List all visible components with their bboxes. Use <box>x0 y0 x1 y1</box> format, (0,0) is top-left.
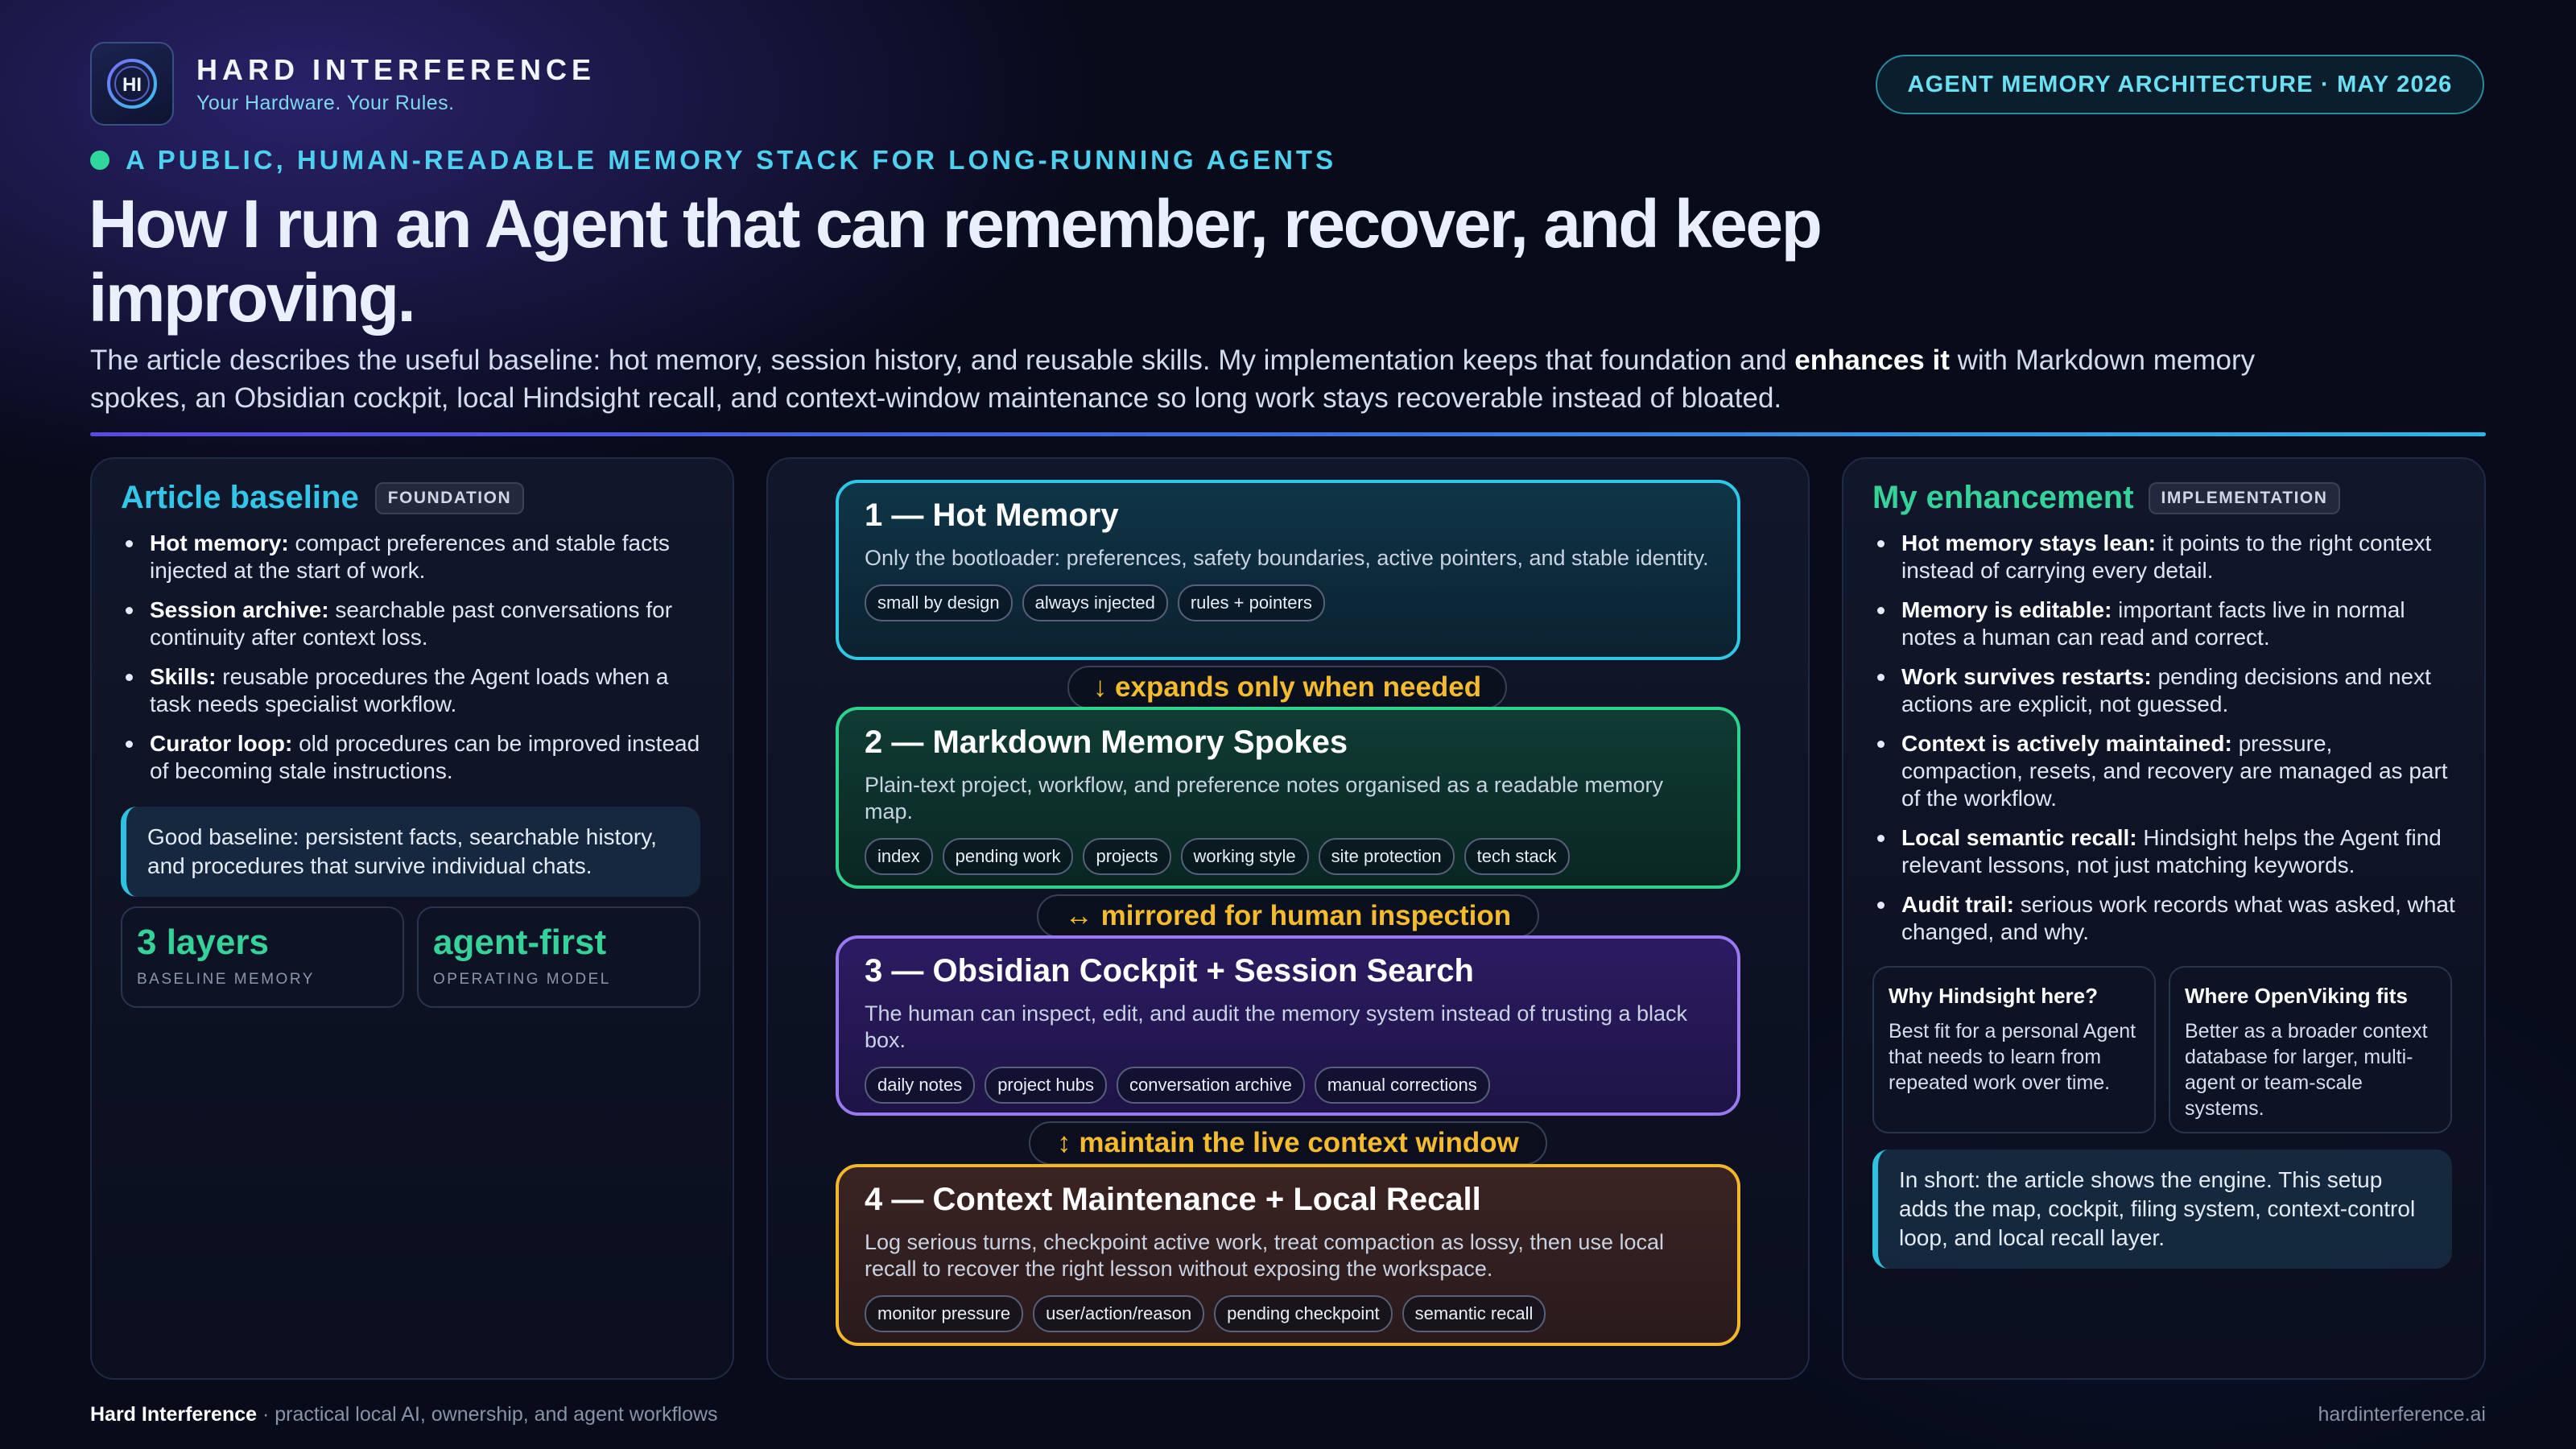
tag: site protection <box>1318 838 1455 875</box>
list-item: Hot memory stays lean: it points to the … <box>1872 530 2460 584</box>
list-item: Audit trail: serious work records what w… <box>1872 891 2460 946</box>
layer-description: The human can inspect, edit, and audit t… <box>865 1001 1688 1052</box>
footer-brand: Hard Interference <box>90 1403 258 1426</box>
tag: always injected <box>1022 584 1168 621</box>
stat-label: OPERATING MODEL <box>433 971 611 988</box>
list-item: Context is actively maintained: pressure… <box>1872 730 2460 812</box>
header-divider <box>90 432 2486 436</box>
layer-description: Log serious turns, checkpoint active wor… <box>865 1230 1664 1281</box>
layer-obsidian-cockpit: 3 — Obsidian Cockpit + Session Search Th… <box>836 935 1740 1116</box>
right-panel-title: My enhancement <box>1872 480 2134 515</box>
baseline-callout: Good baseline: persistent facts, searcha… <box>121 807 700 897</box>
layer-context-maintenance: 4 — Context Maintenance + Local Recall L… <box>836 1164 1740 1346</box>
tag: pending checkpoint <box>1214 1295 1393 1332</box>
layer-title: 4 — Context Maintenance + Local Recall <box>865 1182 1481 1217</box>
summary-callout: In short: the article shows the engine. … <box>1872 1150 2452 1269</box>
list-item: Work survives restarts: pending decision… <box>1872 663 2460 718</box>
enhancement-list: Hot memory stays lean: it points to the … <box>1872 530 2460 958</box>
kicker-dot <box>90 151 109 170</box>
footer-left: Hard Interference · practical local AI, … <box>90 1403 718 1426</box>
connector-mirrored: ↔ mirrored for human inspection <box>1037 894 1539 938</box>
stat-card: agent-first OPERATING MODEL <box>417 906 700 1008</box>
page-subtitle: The article describes the useful baselin… <box>90 341 2328 417</box>
brand-name: HARD INTERFERENCE <box>196 53 597 86</box>
layer-description: Plain-text project, workflow, and prefer… <box>865 773 1664 824</box>
tag: monitor pressure <box>865 1295 1024 1332</box>
subtitle-emphasis: enhances it <box>1794 345 1950 376</box>
layer-title: 2 — Markdown Memory Spokes <box>865 724 1348 760</box>
hindsight-card: Why Hindsight here? Best fit for a perso… <box>1872 966 2156 1133</box>
tag: project hubs <box>985 1067 1108 1104</box>
card-body: Best fit for a personal Agent that needs… <box>1889 1020 2136 1094</box>
brand-logo-icon: HI <box>107 59 157 109</box>
kicker: A PUBLIC, HUMAN-READABLE MEMORY STACK FO… <box>126 145 1337 175</box>
list-item: Session archive: searchable past convers… <box>121 597 700 651</box>
layer-description: Only the bootloader: preferences, safety… <box>865 546 1709 570</box>
footer-url[interactable]: hardinterference.ai <box>2318 1403 2486 1426</box>
top-badge: AGENT MEMORY ARCHITECTURE · MAY 2026 <box>1876 55 2484 114</box>
openviking-card: Where OpenViking fits Better as a broade… <box>2169 966 2452 1133</box>
brand-tagline: Your Hardware. Your Rules. <box>196 92 455 114</box>
tag: working style <box>1180 838 1309 875</box>
tag: conversation archive <box>1117 1067 1305 1104</box>
tag: index <box>865 838 933 875</box>
stat-card: 3 layers BASELINE MEMORY <box>121 906 404 1008</box>
tag: rules + pointers <box>1177 584 1325 621</box>
connector-expands: ↓ expands only when needed <box>1067 666 1507 709</box>
layer-title: 1 — Hot Memory <box>865 497 1119 533</box>
card-body: Better as a broader context database for… <box>2185 1020 2428 1120</box>
card-title: Why Hindsight here? <box>1889 984 2098 1008</box>
tag: manual corrections <box>1314 1067 1490 1104</box>
implementation-chip: IMPLEMENTATION <box>2148 481 2341 514</box>
list-item: Curator loop: old procedures can be impr… <box>121 730 700 785</box>
list-item: Hot memory: compact preferences and stab… <box>121 530 700 584</box>
tag: semantic recall <box>1402 1295 1546 1332</box>
layer-tags: small by design always injected rules + … <box>865 584 1711 621</box>
stat-value: agent-first <box>433 923 607 962</box>
layer-tags: monitor pressure user/action/reason pend… <box>865 1295 1711 1332</box>
tag: user/action/reason <box>1033 1295 1205 1332</box>
list-item: Local semantic recall: Hindsight helps t… <box>1872 824 2460 879</box>
brand-logo: HI <box>90 42 174 126</box>
tag: small by design <box>865 584 1013 621</box>
tag: tech stack <box>1463 838 1570 875</box>
page-title: How I run an Agent that can remember, re… <box>89 186 1823 336</box>
layer-title: 3 — Obsidian Cockpit + Session Search <box>865 953 1474 989</box>
list-item: Memory is editable: important facts live… <box>1872 597 2460 651</box>
layer-markdown-spokes: 2 — Markdown Memory Spokes Plain-text pr… <box>836 707 1740 889</box>
layer-tags: daily notes project hubs conversation ar… <box>865 1067 1711 1104</box>
subtitle-part: The article describes the useful baselin… <box>90 345 1795 376</box>
baseline-list: Hot memory: compact preferences and stab… <box>121 530 700 797</box>
subtitle-part: with Markdown memory spokes, an Obsidian… <box>90 345 2256 414</box>
layer-tags: index pending work projects working styl… <box>865 838 1711 875</box>
tag: pending work <box>942 838 1074 875</box>
layer-hot-memory: 1 — Hot Memory Only the bootloader: pref… <box>836 480 1740 660</box>
list-item: Skills: reusable procedures the Agent lo… <box>121 663 700 718</box>
brand-logo-text: HI <box>122 74 142 96</box>
card-title: Where OpenViking fits <box>2185 984 2408 1008</box>
tag: projects <box>1083 838 1171 875</box>
article-baseline-panel: Article baseline FOUNDATION Hot memory: … <box>90 457 734 1380</box>
footer-text: · practical local AI, ownership, and age… <box>257 1403 718 1426</box>
foundation-chip: FOUNDATION <box>374 481 525 514</box>
left-panel-title: Article baseline <box>121 480 359 515</box>
stat-value: 3 layers <box>137 923 269 962</box>
connector-maintain: ↕ maintain the live context window <box>1029 1121 1547 1165</box>
my-enhancement-panel: My enhancement IMPLEMENTATION Hot memory… <box>1842 457 2486 1380</box>
stat-label: BASELINE MEMORY <box>137 971 315 988</box>
tag: daily notes <box>865 1067 976 1104</box>
